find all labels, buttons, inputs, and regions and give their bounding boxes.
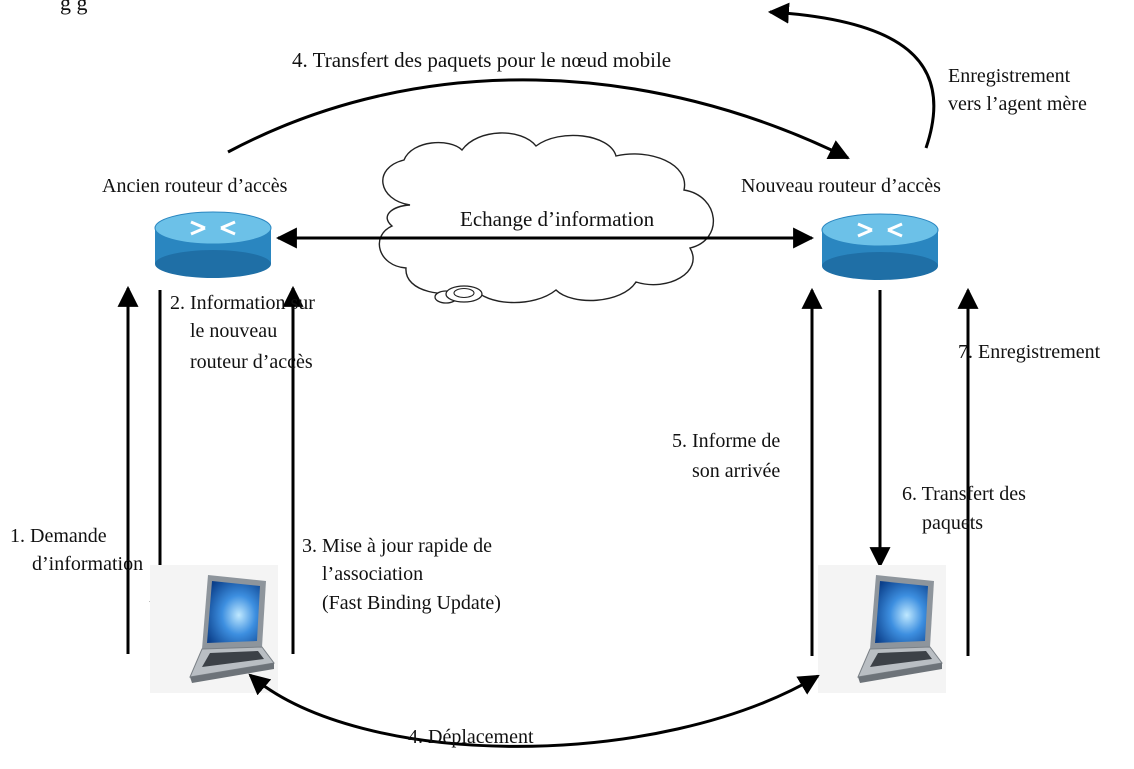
router-icon bbox=[821, 213, 939, 280]
label-step3-3: (Fast Binding Update) bbox=[322, 592, 501, 614]
label-step2-2: le nouveau bbox=[190, 320, 277, 342]
laptop-icon bbox=[818, 565, 946, 693]
label-exchange: Echange d’information bbox=[460, 207, 655, 231]
heading-fragment: g g bbox=[60, 0, 88, 15]
laptop-icon bbox=[150, 565, 278, 693]
arrow-movement bbox=[248, 673, 820, 748]
router-icon bbox=[154, 211, 272, 278]
label-old-router: Ancien routeur d’accès bbox=[102, 175, 288, 197]
label-step1-1: 1. Demande bbox=[10, 525, 107, 547]
label-step2-1: 2. Information sur bbox=[170, 292, 315, 314]
label-step3-2: l’association bbox=[322, 563, 423, 585]
label-step7: 7. Enregistrement bbox=[958, 341, 1101, 363]
arrow-registration-home-agent bbox=[767, 2, 936, 149]
label-step2-3: routeur d’accès bbox=[190, 351, 313, 373]
arrow-transfer-old-to-new bbox=[227, 78, 850, 160]
label-registration-home-1: Enregistrement bbox=[948, 65, 1071, 87]
label-step1-2: d’information bbox=[32, 553, 143, 575]
label-new-router: Nouveau routeur d’accès bbox=[741, 175, 941, 197]
label-transfer-top: 4. Transfert des paquets pour le nœud mo… bbox=[292, 48, 671, 72]
label-step5-1: 5. Informe de bbox=[672, 430, 780, 452]
label-step6-1: 6. Transfert des bbox=[902, 483, 1026, 505]
label-movement: 4. Déplacement bbox=[408, 726, 534, 748]
label-step6-2: paquets bbox=[922, 512, 983, 534]
label-step5-2: son arrivée bbox=[692, 460, 780, 482]
label-registration-home-2: vers l’agent mère bbox=[948, 93, 1087, 115]
label-step3-1: 3. Mise à jour rapide de bbox=[302, 535, 492, 557]
